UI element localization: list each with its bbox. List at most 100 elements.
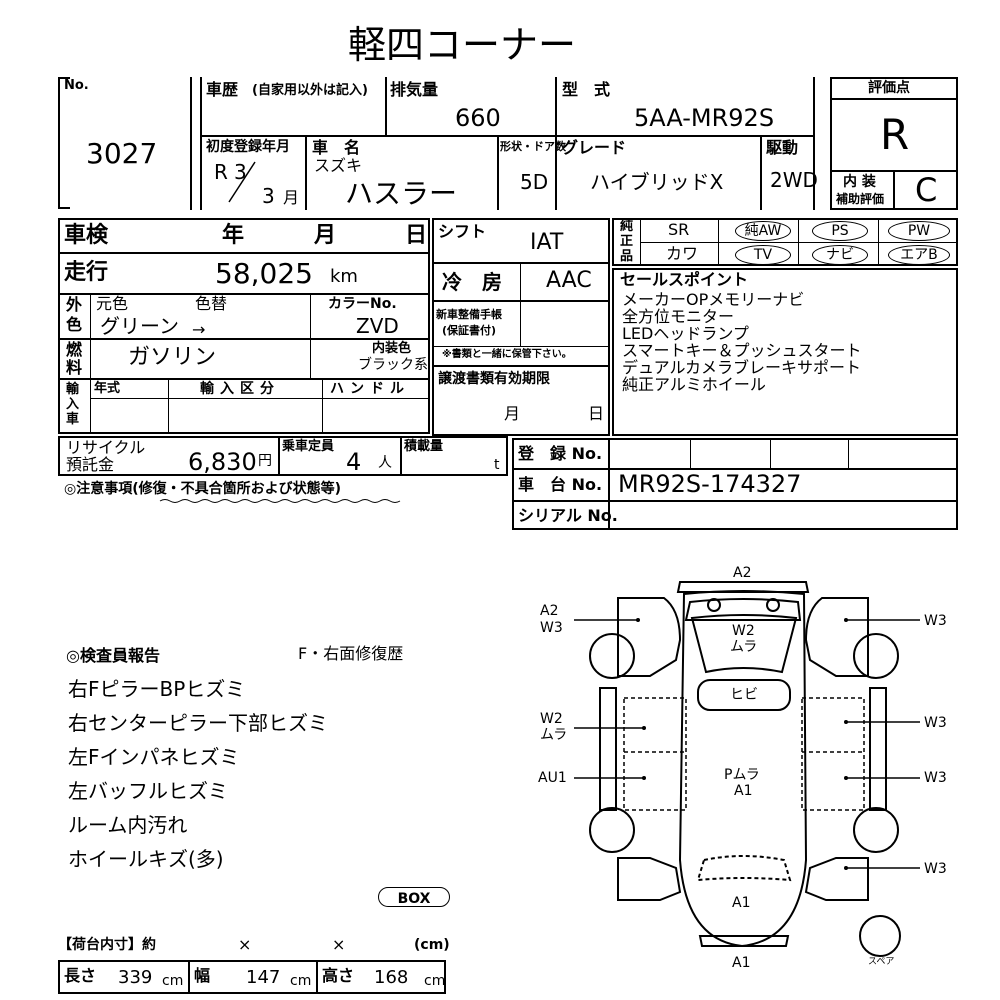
inspection-day-label: 日 [405, 223, 428, 248]
aircon-label: 冷 房 [442, 270, 502, 294]
diag-left-door-1: W2 [540, 711, 563, 727]
diag-left-door-2: ムラ [540, 727, 568, 743]
displacement-value: 660 [455, 104, 501, 132]
inspector-item: 右FピラーBPヒズミ [68, 677, 246, 701]
inspector-item: 左Fインパネヒズミ [68, 745, 240, 769]
transfer-day: 日 [588, 404, 605, 423]
score-label: 評価点 [868, 80, 910, 96]
no-label: No. [64, 78, 89, 93]
first-reg-year: 3 [234, 160, 247, 184]
repair-history: F・右面修復歴 [298, 644, 404, 663]
shift-label: シフト [438, 222, 487, 241]
cargo-height-unit: cm [424, 973, 446, 989]
mileage-unit: km [330, 266, 358, 287]
middle-table [432, 218, 610, 436]
diag-right-door: W3 [924, 715, 947, 731]
cargo-length-unit: cm [162, 973, 184, 989]
diag-right-rear: W3 [924, 861, 947, 877]
cargo-times-2: × [332, 935, 346, 954]
fuel-label-1: 燃 [66, 340, 83, 359]
diag-roof-glass: ヒビ [730, 687, 758, 703]
equip-ps: PS [812, 221, 868, 241]
color-label-1: 外 [66, 295, 83, 314]
color-arrow: → [192, 320, 206, 339]
interior-color-label: 内装色 [372, 341, 412, 356]
box-badge: BOX [378, 887, 450, 907]
diag-windshield: W2 [732, 623, 755, 639]
first-reg-era: R [214, 160, 228, 184]
equip-airbag: エアB [888, 245, 950, 265]
maintenance-label-2: (保証書付) [442, 324, 497, 337]
color-change-label: 色替 [195, 294, 228, 313]
drive-value: 2WD [770, 168, 818, 192]
name-label: 車 名 [312, 138, 361, 157]
score-value: R [880, 110, 910, 159]
inspection-month-label: 月 [314, 223, 337, 248]
inspector-item: ホイールキズ(多) [68, 847, 224, 871]
color-label-2: 色 [66, 315, 83, 334]
chassis-no-value: MR92S-174327 [618, 470, 802, 498]
color-no-label: カラーNo. [328, 296, 397, 312]
header-table [200, 77, 815, 210]
grade-value: ハイブリッドX [590, 170, 724, 194]
diag-spare: スペア [868, 957, 895, 967]
recycle-yen: 円 [258, 453, 272, 469]
recycle-value: 6,830 [188, 448, 257, 476]
cargo-unit: (cm) [414, 937, 450, 953]
transfer-month: 月 [504, 404, 521, 423]
import-label: 輸入車 [66, 382, 80, 427]
equip-pw: PW [888, 221, 950, 241]
slash-divider [228, 161, 256, 203]
import-year-label: 年式 [94, 381, 121, 396]
handle-label: ハンドル [330, 381, 410, 397]
diag-rear: A1 [732, 895, 751, 911]
sales-point-item: 全方位モニター [622, 307, 735, 326]
sales-point-item: LEDヘッドランプ [622, 324, 749, 343]
page-title: 軽四コーナー [348, 23, 577, 67]
diag-right-front: W3 [924, 613, 947, 629]
spec-table [58, 218, 430, 434]
load-unit: t [494, 457, 500, 473]
fuel-label-2: 料 [66, 358, 83, 377]
diag-windshield-2: ムラ [730, 639, 758, 655]
shift-value: IAT [530, 230, 564, 255]
maintenance-label-1: 新車整備手帳 [436, 308, 502, 321]
inspection-year-label: 年 [222, 223, 245, 248]
doors-label: 形状・ドア数 [500, 140, 566, 153]
diag-left-front-1: A2 [540, 603, 559, 619]
cargo-length-label: 長さ [64, 966, 97, 985]
mileage-label: 走行 [64, 260, 109, 285]
color-no-value: ZVD [356, 314, 399, 338]
equip-tv: TV [735, 245, 791, 265]
inspector-item: 左バッフルヒズミ [68, 779, 228, 803]
diag-roof-2: A1 [734, 783, 753, 799]
drive-label: 駆動 [766, 138, 799, 157]
sales-point-item: スマートキー＆プッシュスタート [622, 341, 862, 360]
notes-underline [159, 499, 401, 503]
interior-label-1: 内 装 [843, 174, 876, 190]
lot-number: 3027 [86, 137, 158, 170]
displacement-label: 排気量 [390, 80, 439, 99]
reg-no-label: 登 録 No. [518, 444, 603, 463]
capacity-value: 4 [346, 448, 362, 476]
sales-points-label: セールスポイント [620, 270, 749, 289]
aircon-value: AAC [546, 268, 592, 293]
capacity-unit: 人 [378, 455, 392, 471]
cargo-times-1: × [238, 935, 252, 954]
doors-value: 5D [520, 170, 549, 194]
chassis-no-label: 車 台 No. [518, 475, 603, 494]
box-badge-label: BOX [397, 891, 431, 907]
diag-rear-bottom: A1 [732, 955, 751, 971]
grade-label: グレード [562, 138, 627, 157]
month-unit: 月 [283, 188, 300, 207]
equip-leather: カワ [666, 244, 699, 263]
equipment-label-1: 純 [620, 219, 634, 234]
notes-label: ◎注意事項(修復・不具合箇所および状態等) [64, 481, 342, 497]
capacity-label: 乗車定員 [282, 439, 335, 454]
inspector-label: ◎検査員報告 [66, 646, 160, 665]
cargo-height-label: 高さ [322, 966, 355, 985]
inspector-item: 右センターピラー下部ヒズミ [68, 711, 328, 735]
interior-label-2: 補助評価 [836, 192, 885, 206]
fuel-value: ガソリン [128, 345, 217, 370]
